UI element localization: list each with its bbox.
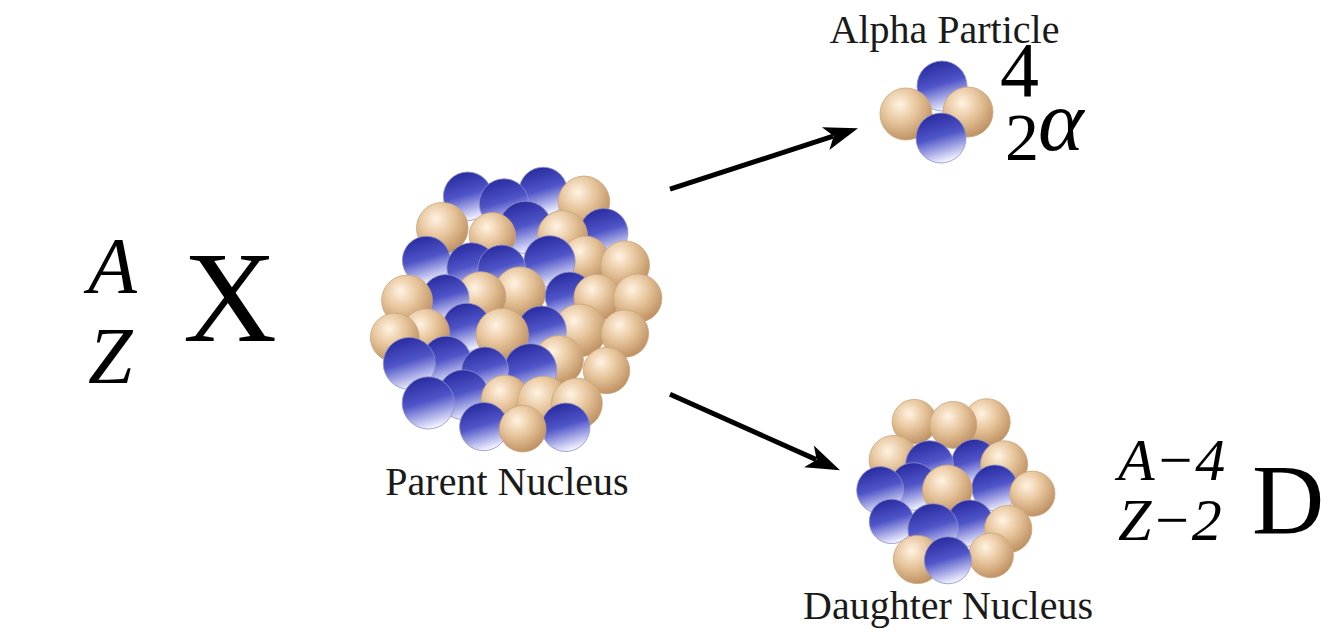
nuclide-symbol: D [1252,450,1324,550]
nucleon-group [370,61,1055,584]
proton-ball [969,533,1014,578]
nuclide-symbol: X [183,232,277,362]
decay-arrow [670,394,840,470]
daughter-nucleus: Daughter Nucleus [840,400,1060,580]
arrow-shaft [670,136,833,189]
parent-nucleus: Parent Nucleus [370,172,670,457]
neutron-ball [924,537,971,584]
arrow-shaft [670,394,816,459]
neutron-ball [916,113,966,163]
arrow-head [804,445,840,470]
neutron-ball [542,403,590,451]
proton-ball [499,405,546,452]
neutron-ball [869,499,913,543]
node-label: Daughter Nucleus [803,586,1093,626]
nuclide-symbol: Z [88,316,133,396]
nuclide-symbol: A [88,226,137,306]
arrow-head [822,127,858,150]
nuclide-symbol: 2 [1005,103,1039,171]
node-label: Parent Nucleus [385,462,628,502]
nuclide-symbol: 4 [1000,31,1039,109]
neutron-ball [402,377,454,429]
nuclide-symbol: α [1038,77,1084,164]
nuclide-symbol: A−4 [1118,430,1225,490]
alpha-particle: Alpha Particle [858,62,995,167]
decay-arrow [670,127,858,189]
nuclide-symbol: Z−2 [1118,490,1222,550]
